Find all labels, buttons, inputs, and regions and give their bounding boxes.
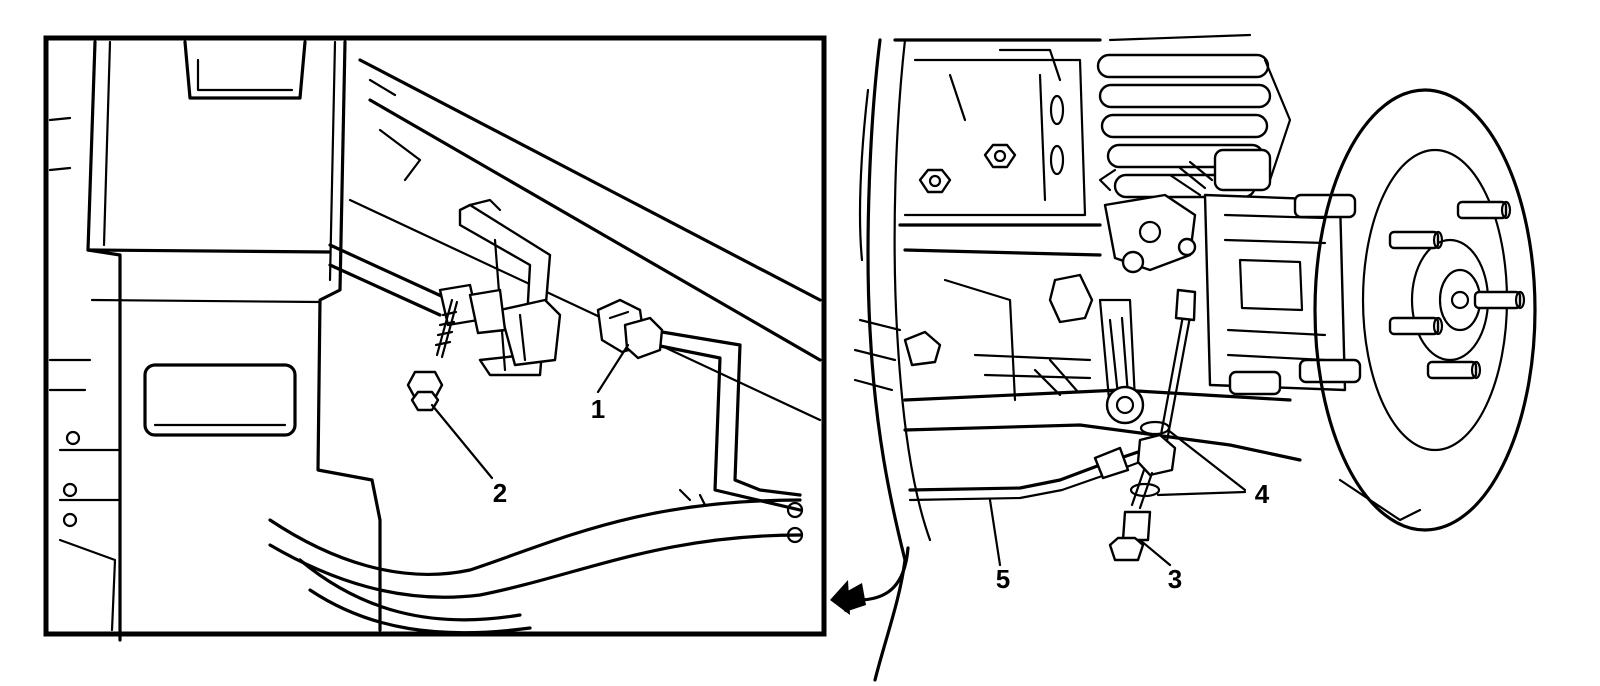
overview-brake-line (1158, 288, 1197, 443)
callout-1: 1 (591, 343, 630, 424)
overview-frame (893, 38, 1102, 257)
overview-view: 3 4 5 (830, 33, 1537, 682)
wheel-stud (1388, 316, 1444, 336)
detail-bracket (438, 198, 562, 377)
wheel-stud (1426, 360, 1482, 380)
callout-1-label: 1 (591, 394, 605, 424)
wheel-stud (1388, 230, 1444, 250)
detail-body-panel (48, 40, 382, 642)
overview-caliper (1203, 148, 1362, 396)
callout-4: 4 (1156, 428, 1270, 509)
overview-parking-brake-lever (1098, 160, 1214, 274)
callout-4-label: 4 (1255, 479, 1270, 509)
wheel-stud (1456, 200, 1512, 220)
overview-wheel-well (853, 38, 932, 682)
detail-frame-rails (348, 58, 822, 422)
overview-wheel-studs (1388, 200, 1526, 380)
detail-brake-hose-fitting (596, 298, 664, 360)
overview-banjo-bolt (1108, 468, 1154, 562)
callout-2: 2 (430, 403, 507, 508)
overview-brake-hose (908, 358, 1142, 502)
overview-hose-fitting (1136, 433, 1177, 477)
callout-2-label: 2 (493, 478, 507, 508)
detail-view: 1 2 (43, 35, 827, 642)
wheel-stud (1473, 290, 1526, 310)
callout-3-label: 3 (1168, 564, 1182, 594)
overview-brake-rotor (1313, 88, 1537, 532)
curved-arrow-icon (830, 546, 910, 615)
detail-frame (43, 35, 827, 637)
callout-3: 3 (1138, 538, 1182, 594)
detail-brake-pipes (268, 243, 804, 635)
callout-5: 5 (988, 498, 1010, 594)
callout-5-label: 5 (996, 564, 1010, 594)
